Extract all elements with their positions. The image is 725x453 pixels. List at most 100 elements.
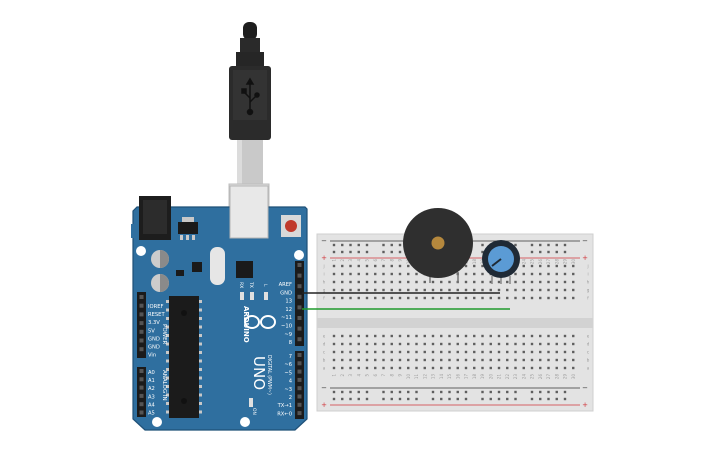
row-letter: a [323,366,326,371]
potentiometer[interactable] [482,240,520,284]
column-number: 26 [538,259,543,265]
capacitor [151,274,169,292]
column-number: 15 [447,374,452,380]
power-pin-label: IOREF [148,304,163,310]
column-number: 4 [356,374,361,377]
on-label: ON [251,408,257,415]
row-letter: j [586,264,588,269]
digital-pin-label: RX←0 [277,411,292,417]
row-letter: g [587,288,590,293]
column-number: 3 [348,259,353,262]
column-number: 24 [521,259,526,265]
rail-sign: + [321,401,327,409]
row-letter: h [587,280,590,285]
column-number: 10 [406,374,411,380]
row-letter: b [323,358,326,363]
column-number: 4 [356,259,361,262]
column-number: 26 [538,374,543,380]
analog-pin-label: A0 [148,370,155,376]
column-number: 30 [571,374,576,380]
digital-header-bottom[interactable] [295,351,304,419]
column-number: 11 [414,374,419,380]
digital-header-top[interactable] [295,261,304,346]
column-number: 12 [422,374,427,380]
column-number: 13 [431,374,436,380]
rail-sign: − [321,237,327,245]
column-number: 18 [472,259,477,265]
row-letter: f [587,296,589,301]
led-label-l: L [262,284,268,287]
row-letter: e [587,334,590,339]
usb-symbol-icon [241,77,260,116]
column-number: 18 [472,374,477,380]
column-number: 21 [497,374,502,380]
digital-pin-label: GND [280,290,292,296]
column-number: 17 [464,374,469,380]
column-number: 25 [530,259,535,265]
column-number: 20 [488,374,493,380]
capacitor [151,250,169,268]
column-number: 9 [398,259,403,262]
column-number: 25 [530,374,535,380]
reset-button[interactable] [281,215,301,237]
status-leds [240,292,268,407]
digital-pin-label: 8 [289,340,292,346]
power-pin-label: 3.3V [148,320,160,326]
rail-sign: + [321,254,327,262]
rail-sign: − [582,237,588,245]
crystal-oscillator [210,247,225,285]
piezo-buzzer[interactable] [403,208,473,283]
power-pin-label: GND [148,336,160,342]
row-letter: h [323,280,326,285]
rail-sign: − [582,384,588,392]
mounting-hole [136,246,146,256]
atmega-chip [169,296,199,418]
column-number: 23 [513,374,518,380]
brand-label: ARDUINO [242,306,250,343]
column-number: 28 [554,259,559,265]
column-number: 29 [563,374,568,380]
analog-pin-label: A4 [148,402,156,408]
rail-sign: − [321,384,327,392]
digital-pin-label: ~5 [284,370,292,376]
row-letter: j [322,264,324,269]
column-number: 24 [521,374,526,380]
led-label-tx: TX [248,281,254,288]
analog-header-title: ANALOG IN [161,370,167,401]
column-number: 22 [505,374,510,380]
analog-header[interactable] [137,367,146,417]
mounting-hole [294,250,304,260]
row-letter: a [587,366,590,371]
breadboard-holes[interactable] [332,243,575,401]
row-letter: c [323,350,325,355]
led-label-rx: RX [238,282,244,288]
power-jack [139,196,171,240]
column-number: 28 [554,374,559,380]
digital-pin-label: 4 [289,379,293,385]
column-number: 14 [439,374,444,380]
power-pin-label: RESET [148,312,165,318]
breadboard-rail-signs: −−++−−++ [321,237,588,409]
column-number: 6 [373,374,378,377]
row-letter: f [323,296,325,301]
digital-pin-label: 12 [285,307,292,313]
row-letter: d [323,342,326,347]
column-number: 27 [546,259,551,265]
column-number: 30 [571,259,576,265]
digital-pin-label: ~9 [284,332,292,338]
digital-pin-label: ~3 [284,387,292,393]
mounting-hole [240,417,250,427]
digital-pin-label: 7 [289,354,292,360]
digital-pin-label: TX→1 [277,403,292,409]
column-number: 2 [340,374,345,377]
column-number: 16 [455,374,460,380]
column-number: 1 [332,259,337,262]
column-number: 1 [332,374,337,377]
small-chip [192,262,202,272]
